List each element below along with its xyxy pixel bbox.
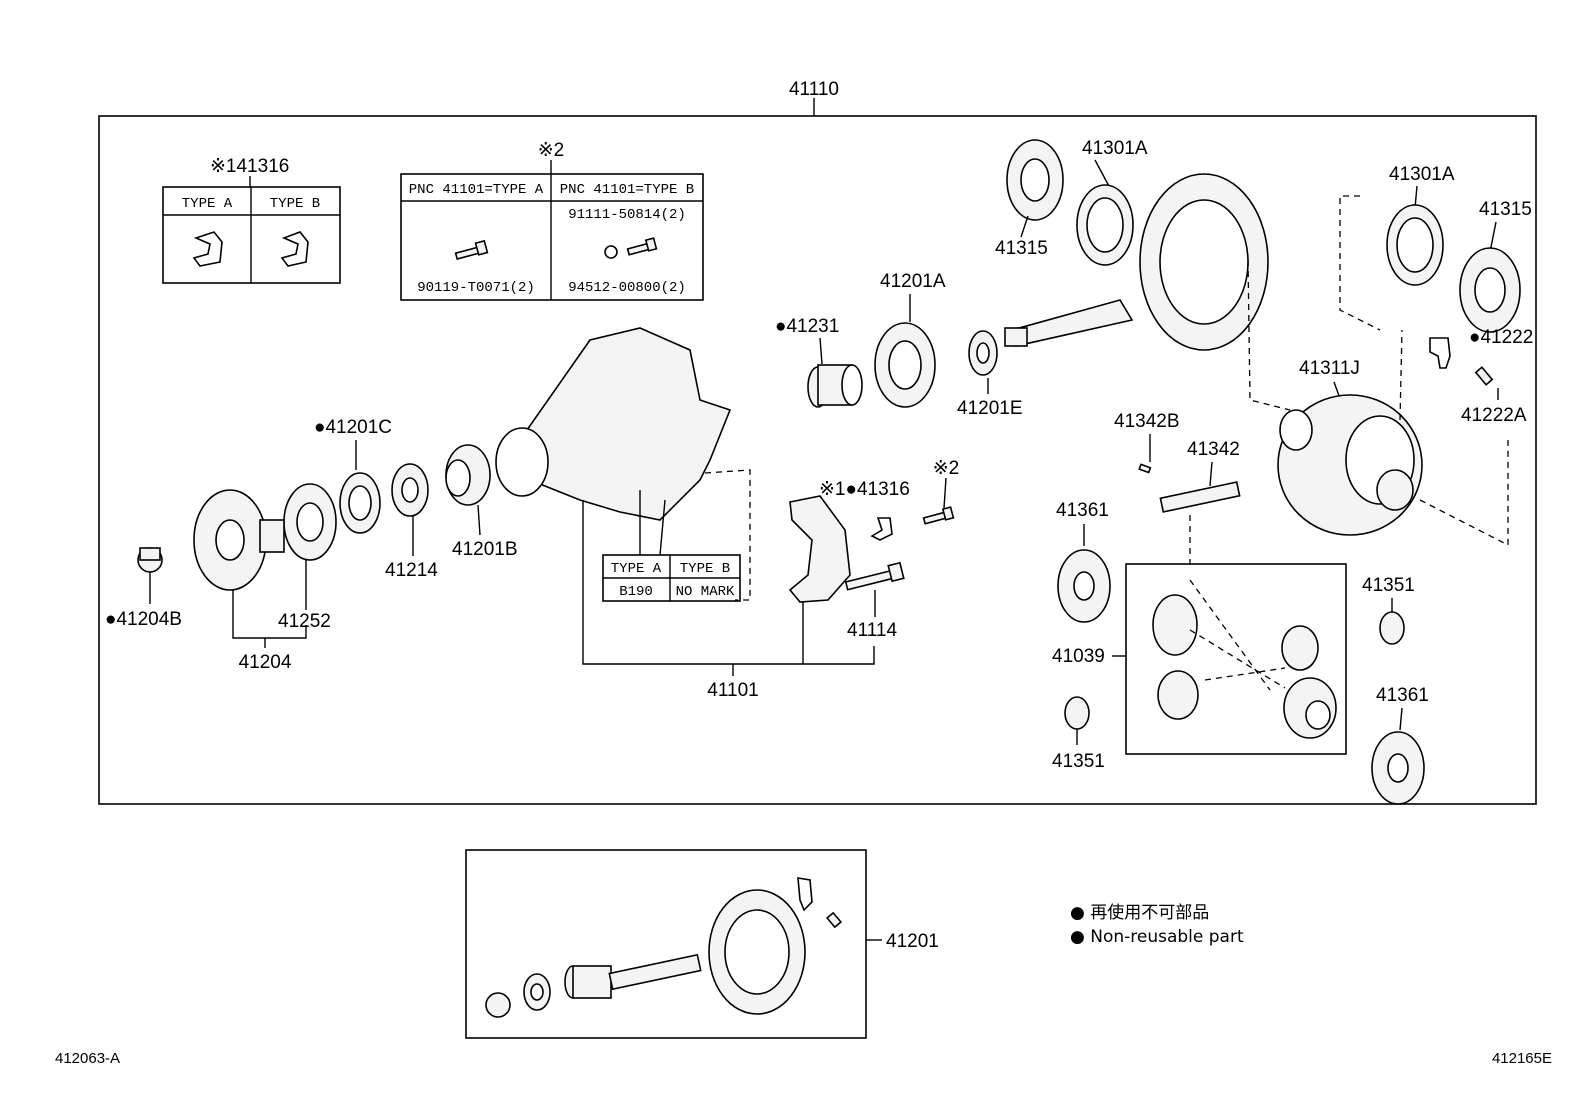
pnc-type-b-header: PNC 41101=TYPE B [560, 182, 694, 198]
label-41361-top: 41361 [1056, 500, 1109, 521]
dash-housing-to-cap [704, 469, 751, 601]
label-41201C: ●41201C [314, 417, 392, 438]
pnc-type-a-header: PNC 41101=TYPE A [409, 182, 544, 198]
bearing-41201B [445, 444, 491, 506]
label-41342B: 41342B [1114, 411, 1180, 432]
label-41201A: 41201A [880, 271, 946, 292]
seal-41201C [339, 472, 381, 534]
label-41342: 41342 [1187, 439, 1240, 460]
clip-type-b-icon [280, 231, 309, 267]
nut-41204B [137, 547, 163, 573]
pnc-bolt-table [400, 173, 704, 301]
clip-type-a-icon [192, 231, 223, 267]
assembly-label: 41110 [789, 79, 839, 100]
label-41252: 41252 [278, 611, 331, 632]
washer-41201E [968, 330, 998, 376]
label-41231: ●41231 [775, 316, 839, 337]
bolt-b-partno: 91111-50814(2) [568, 207, 686, 223]
diff-gear-kit-box [1125, 563, 1347, 755]
label-41301A-right: 41301A [1389, 164, 1455, 185]
legend-japanese: ● 再使用不可部品 [1070, 902, 1209, 923]
footer-right-code: 412165E [1492, 1050, 1552, 1067]
bracket-41204 [232, 590, 307, 639]
label-41301A-left: 41301A [1082, 138, 1148, 159]
lock-plate-41222 [1429, 337, 1451, 369]
clip-type-a-header: TYPE A [182, 196, 233, 212]
bearing-41315-right [1459, 247, 1521, 333]
dash-gear-links [1189, 579, 1286, 691]
washer-41351-bottom [1064, 696, 1090, 730]
note2-mark-mid: ※2 [933, 458, 960, 479]
bolt-b-icon [604, 237, 658, 259]
bolt-note2 [922, 506, 955, 525]
label-41222A: 41222A [1461, 405, 1527, 426]
label-41201: 41201 [886, 931, 939, 952]
mark-type-b-header: TYPE B [680, 561, 730, 577]
assembly-frame [98, 115, 1537, 805]
bearing-cap [788, 495, 851, 603]
footer-left-code: 412063-A [55, 1050, 120, 1067]
bolt-41222A [1474, 366, 1494, 386]
label-41311J: 41311J [1299, 358, 1360, 379]
bolt-a-partno: 90119-T0071(2) [417, 280, 535, 296]
label-41201B: 41201B [452, 539, 518, 560]
thrust-washer-41361-top [1057, 549, 1111, 623]
washer-41351-top [1379, 611, 1405, 645]
dash-ring-to-case [1247, 259, 1291, 411]
washer-41214 [391, 463, 429, 517]
bolt-a-icon [454, 239, 489, 260]
label-41222: ●41222 [1469, 327, 1533, 348]
ring-gear-pinion [1004, 173, 1269, 351]
diff-case-41311J [1277, 394, 1423, 536]
bolt-41114 [844, 561, 905, 591]
spacer-41231 [807, 364, 863, 408]
label-41351-bottom: 41351 [1052, 751, 1105, 772]
label-41351-top: 41351 [1362, 575, 1415, 596]
mark-type-a-header: TYPE A [611, 561, 662, 577]
mark-no-mark: NO MARK [676, 584, 735, 600]
legend-english: ● Non-reusable part [1070, 927, 1244, 947]
label-41315-right: 41315 [1479, 199, 1532, 220]
mark-b190: B190 [619, 584, 653, 600]
label-41114: 41114 [847, 620, 897, 641]
flange-41204 [193, 489, 285, 591]
thrust-washer-41361-bottom [1371, 731, 1425, 805]
bearing-41201A [874, 322, 936, 408]
pin-41342B [1138, 463, 1152, 474]
bearing-41301A-left [1076, 184, 1134, 266]
diff-gears-41039 [1152, 594, 1337, 739]
label-41039: 41039 [1052, 646, 1105, 667]
clip-type-b-header: TYPE B [270, 196, 320, 212]
dash-case-right [1419, 440, 1509, 547]
bearing-41301A-right [1386, 204, 1444, 286]
dash-case-top [1399, 329, 1403, 421]
bracket-41101 [582, 500, 875, 665]
label-41204: 41204 [239, 652, 292, 673]
washer-b-partno: 94512-00800(2) [568, 280, 686, 296]
kit-41201-parts [485, 877, 843, 1018]
note2-mark: ※2 [538, 140, 565, 161]
dash-bearing-right [1339, 195, 1381, 331]
label-41315-left: 41315 [995, 238, 1048, 259]
shaft-41342 [1159, 481, 1241, 513]
label-41214: 41214 [385, 560, 438, 581]
bearing-41315-left [1006, 139, 1064, 221]
carrier-housing-41101 [495, 327, 732, 521]
label-41361-bottom: 41361 [1376, 685, 1429, 706]
label-41316-top: ※141316 [210, 156, 289, 177]
label-41101: 41101 [707, 680, 758, 701]
kit-41201-frame [465, 849, 867, 1039]
clip-41316 [870, 517, 893, 541]
label-41201E: 41201E [957, 398, 1023, 419]
deflector-41252 [283, 483, 337, 561]
label-41316-mid: ※1●41316 [819, 479, 910, 500]
label-41204B: ●41204B [105, 609, 182, 630]
